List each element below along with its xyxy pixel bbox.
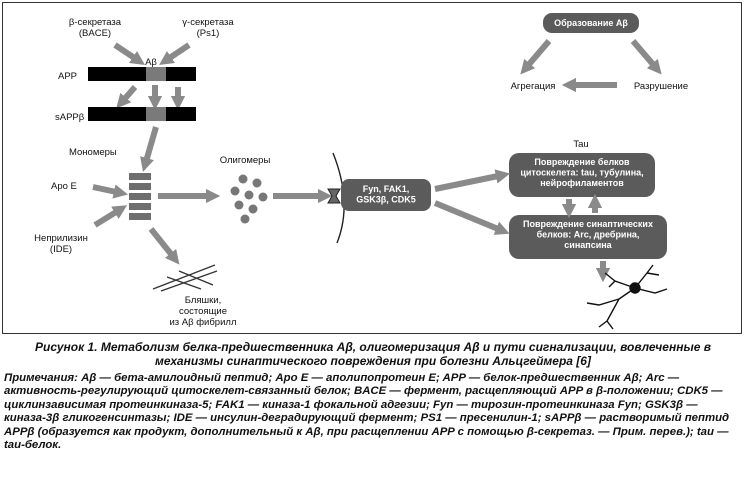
neuron-icon — [586, 264, 668, 330]
beta-secretase-label: β-секретаза(BACE) — [69, 17, 122, 39]
app-bar-abeta-segment — [146, 67, 166, 81]
formation-label: Образование Aβ — [554, 18, 628, 28]
abeta-label: Aβ — [145, 57, 157, 68]
figure-notes: Примечания: Aβ — бета-амилоидный пептид;… — [4, 372, 730, 452]
synaptic-box — [509, 215, 667, 259]
arrow-neprilysin — [93, 205, 128, 228]
arrow-cleave-left — [116, 85, 138, 109]
sappb-abeta-segment — [146, 107, 166, 121]
apoe-label: Apo E — [51, 181, 77, 192]
arrow-to-synaptic — [433, 200, 510, 235]
monomers-label: Мономеры — [69, 147, 117, 158]
arrow-ps1-to-app — [159, 42, 191, 65]
receptor-icon — [327, 188, 341, 204]
arrow-to-monomers — [140, 126, 159, 172]
cytoskeleton-box — [509, 153, 655, 197]
aggregation-label: Агрегация — [511, 81, 556, 92]
monomer-stack — [129, 173, 151, 220]
arrow-bace-to-app — [113, 42, 145, 65]
arrow-to-cytoskeleton — [434, 169, 511, 192]
arrow-formation-to-degradation — [630, 39, 662, 75]
tau-label: Tau — [573, 139, 588, 150]
fibril-icon — [152, 264, 218, 292]
app-bar-right — [166, 67, 196, 81]
app-bar — [88, 67, 146, 81]
kinases-box — [341, 179, 431, 211]
sappb-bar-right — [166, 107, 196, 121]
app-label: APP — [58, 71, 77, 82]
oligomer-cluster — [230, 174, 268, 224]
pathway-diagram: β-секретаза(BACE) γ-секретаза(Ps1) Aβ AP… — [34, 13, 688, 330]
sappb-label: sAPPβ — [55, 112, 85, 123]
neprilysin-label: Неприлизин(IDE) — [34, 233, 88, 255]
gamma-secretase-label: γ-секретаза(Ps1) — [182, 17, 234, 39]
oligomers-label: Олигомеры — [220, 155, 271, 166]
arrow-to-plaques — [148, 227, 180, 265]
arrow-formation-to-aggregation — [520, 39, 552, 75]
formation-box — [543, 13, 639, 33]
degradation-label: Разрушение — [634, 81, 688, 92]
arrow-apoe — [92, 184, 129, 199]
figure-caption: Рисунок 1. Метаболизм белка-предшественн… — [35, 340, 711, 368]
diagram-frame: β-секретаза(BACE) γ-секретаза(Ps1) Aβ AP… — [2, 2, 742, 334]
kinases-label: Fyn, FAK1,GSK3β, CDK5 — [356, 184, 416, 205]
sappb-bar — [88, 107, 146, 121]
